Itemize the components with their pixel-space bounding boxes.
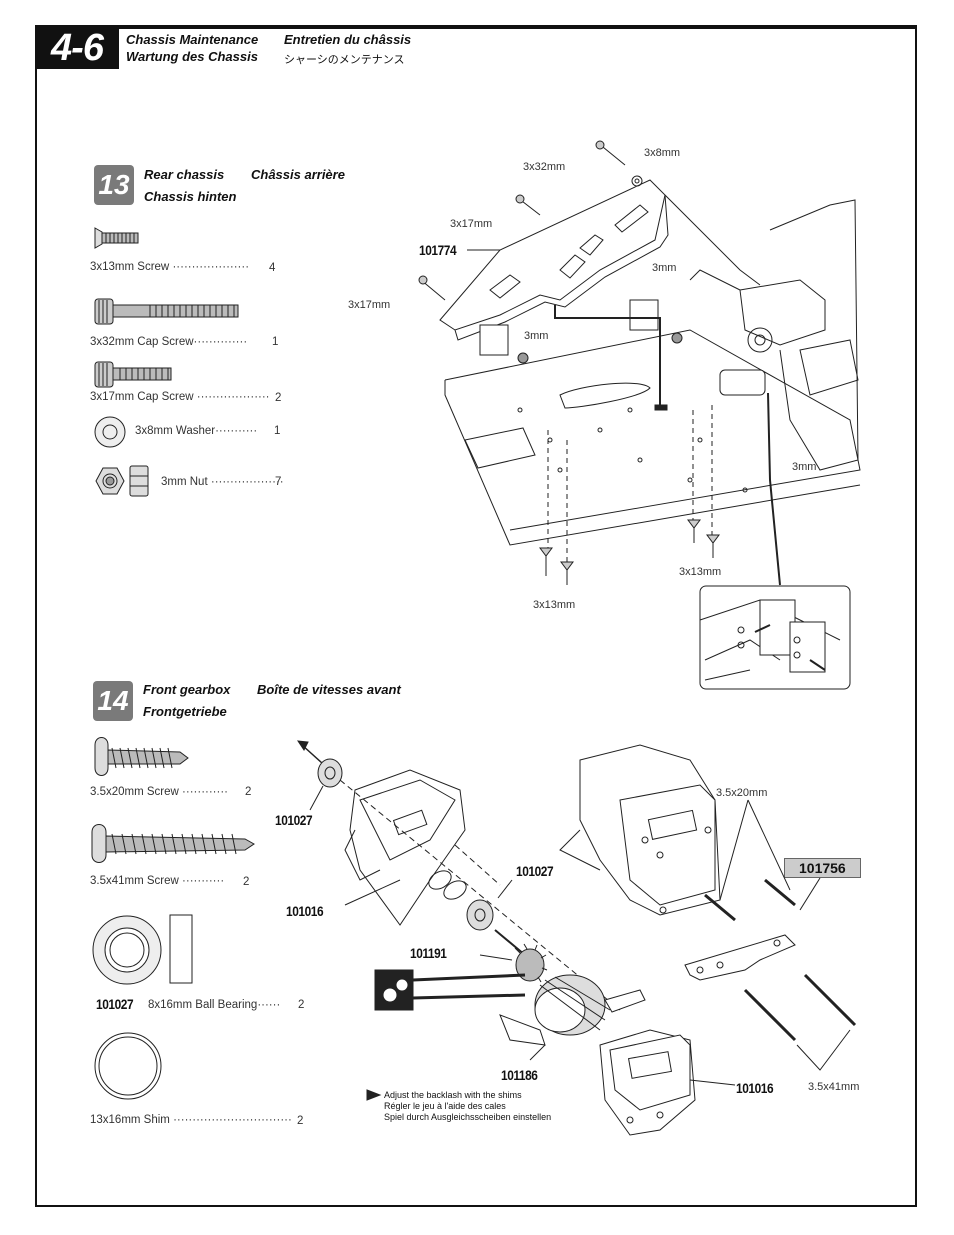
washer-icon xyxy=(94,416,126,448)
label-3.5x41mm: 3.5x41mm xyxy=(808,1081,860,1093)
label-3x8mm: 3x8mm xyxy=(644,147,681,159)
cap-screw-3x32-icon xyxy=(94,298,239,325)
label-3x17mm-a: 3x17mm xyxy=(450,218,493,230)
step-14-badge: 14 xyxy=(93,681,133,721)
label-3mm-c: 3mm xyxy=(792,461,817,473)
backlash-note: Adjust the backlash with the shims Régle… xyxy=(384,1090,551,1123)
step-14-title-de: Frontgetriebe xyxy=(143,704,227,719)
header-title-de: Wartung des Chassis xyxy=(126,49,258,64)
part-3x13-qty: 4 xyxy=(269,262,276,274)
step-14-title-fr: Boîte de vitesses avant xyxy=(257,682,401,697)
part-number-101027-list: 101027 xyxy=(96,996,134,1012)
cap-screw-3x17-icon xyxy=(94,361,172,388)
part-3.5x20-qty: 2 xyxy=(245,786,252,798)
label-3.5x20mm: 3.5x20mm xyxy=(716,787,768,799)
label-3mm-a: 3mm xyxy=(652,262,677,274)
part-bearing-qty: 2 xyxy=(298,999,305,1011)
label-3x13mm-a: 3x13mm xyxy=(679,566,722,578)
screw-3.5x41-icon xyxy=(91,824,255,863)
part-number-101016-a: 101016 xyxy=(286,903,324,919)
part-13x16-shim: 13x16mm Shim ···························… xyxy=(90,1114,292,1126)
backlash-note-fr: Régler le jeu à l'aide des cales xyxy=(384,1101,506,1111)
label-3x13mm-b: 3x13mm xyxy=(533,599,576,611)
part-nut-qty: 7 xyxy=(275,476,282,488)
screw-3x13-icon xyxy=(94,227,139,249)
part-3x17-qty: 2 xyxy=(275,392,282,404)
backlash-note-de: Spiel durch Ausgleichsscheiben einstelle… xyxy=(384,1112,552,1122)
part-number-101756: 101756 xyxy=(784,858,861,878)
part-number-101016-b: 101016 xyxy=(736,1080,774,1096)
step-13-title-fr: Châssis arrière xyxy=(251,167,345,182)
step-13-badge: 13 xyxy=(94,165,134,205)
shim-icon xyxy=(94,1032,162,1100)
step-14-title-en: Front gearbox xyxy=(143,682,231,697)
step-13-title-de: Chassis hinten xyxy=(144,189,237,204)
header-title-en: Chassis Maintenance xyxy=(126,32,259,47)
part-3x17-cap-screw: 3x17mm Cap Screw ··················· xyxy=(90,391,270,403)
part-3.5x41-screw: 3.5x41mm Screw ··········· xyxy=(90,875,225,887)
part-3x32-qty: 1 xyxy=(272,336,279,348)
part-number-101027-a: 101027 xyxy=(275,812,313,828)
part-3x32-cap-screw: 3x32mm Cap Screw·············· xyxy=(90,336,248,348)
page-number: 4-6 xyxy=(35,25,119,69)
part-3mm-nut: 3mm Nut ··················· xyxy=(161,476,284,488)
page-frame xyxy=(35,25,917,1207)
part-ball-bearing: 8x16mm Ball Bearing······ xyxy=(148,999,281,1011)
rear-chassis-assembly-drawing xyxy=(418,140,861,690)
part-washer-qty: 1 xyxy=(274,425,281,437)
label-3x32mm: 3x32mm xyxy=(523,161,566,173)
ball-bearing-icon xyxy=(92,914,193,985)
screw-3.5x20-icon xyxy=(94,737,189,776)
part-3.5x41-qty: 2 xyxy=(243,876,250,888)
label-3x17mm-b: 3x17mm xyxy=(348,299,391,311)
header-title-fr: Entretien du châssis xyxy=(284,32,412,47)
front-gearbox-drawing xyxy=(296,740,857,1136)
part-3x8-washer: 3x8mm Washer··········· xyxy=(135,425,258,437)
part-number-101186: 101186 xyxy=(501,1067,538,1083)
label-3mm-b: 3mm xyxy=(524,330,549,342)
part-shim-qty: 2 xyxy=(297,1115,304,1127)
part-3x13-screw: 3x13mm Screw ···················· xyxy=(90,261,250,273)
part-number-101191: 101191 xyxy=(410,945,447,961)
part-number-101774: 101774 xyxy=(419,242,457,258)
nut-icon xyxy=(95,465,149,497)
step-13-title-en: Rear chassis xyxy=(144,167,225,182)
backlash-note-en: Adjust the backlash with the shims xyxy=(384,1090,522,1100)
header-title-jp: シャーシのメンテナンス xyxy=(284,54,405,66)
part-number-101027-b: 101027 xyxy=(516,863,554,879)
part-3.5x20-screw: 3.5x20mm Screw ············ xyxy=(90,786,229,798)
